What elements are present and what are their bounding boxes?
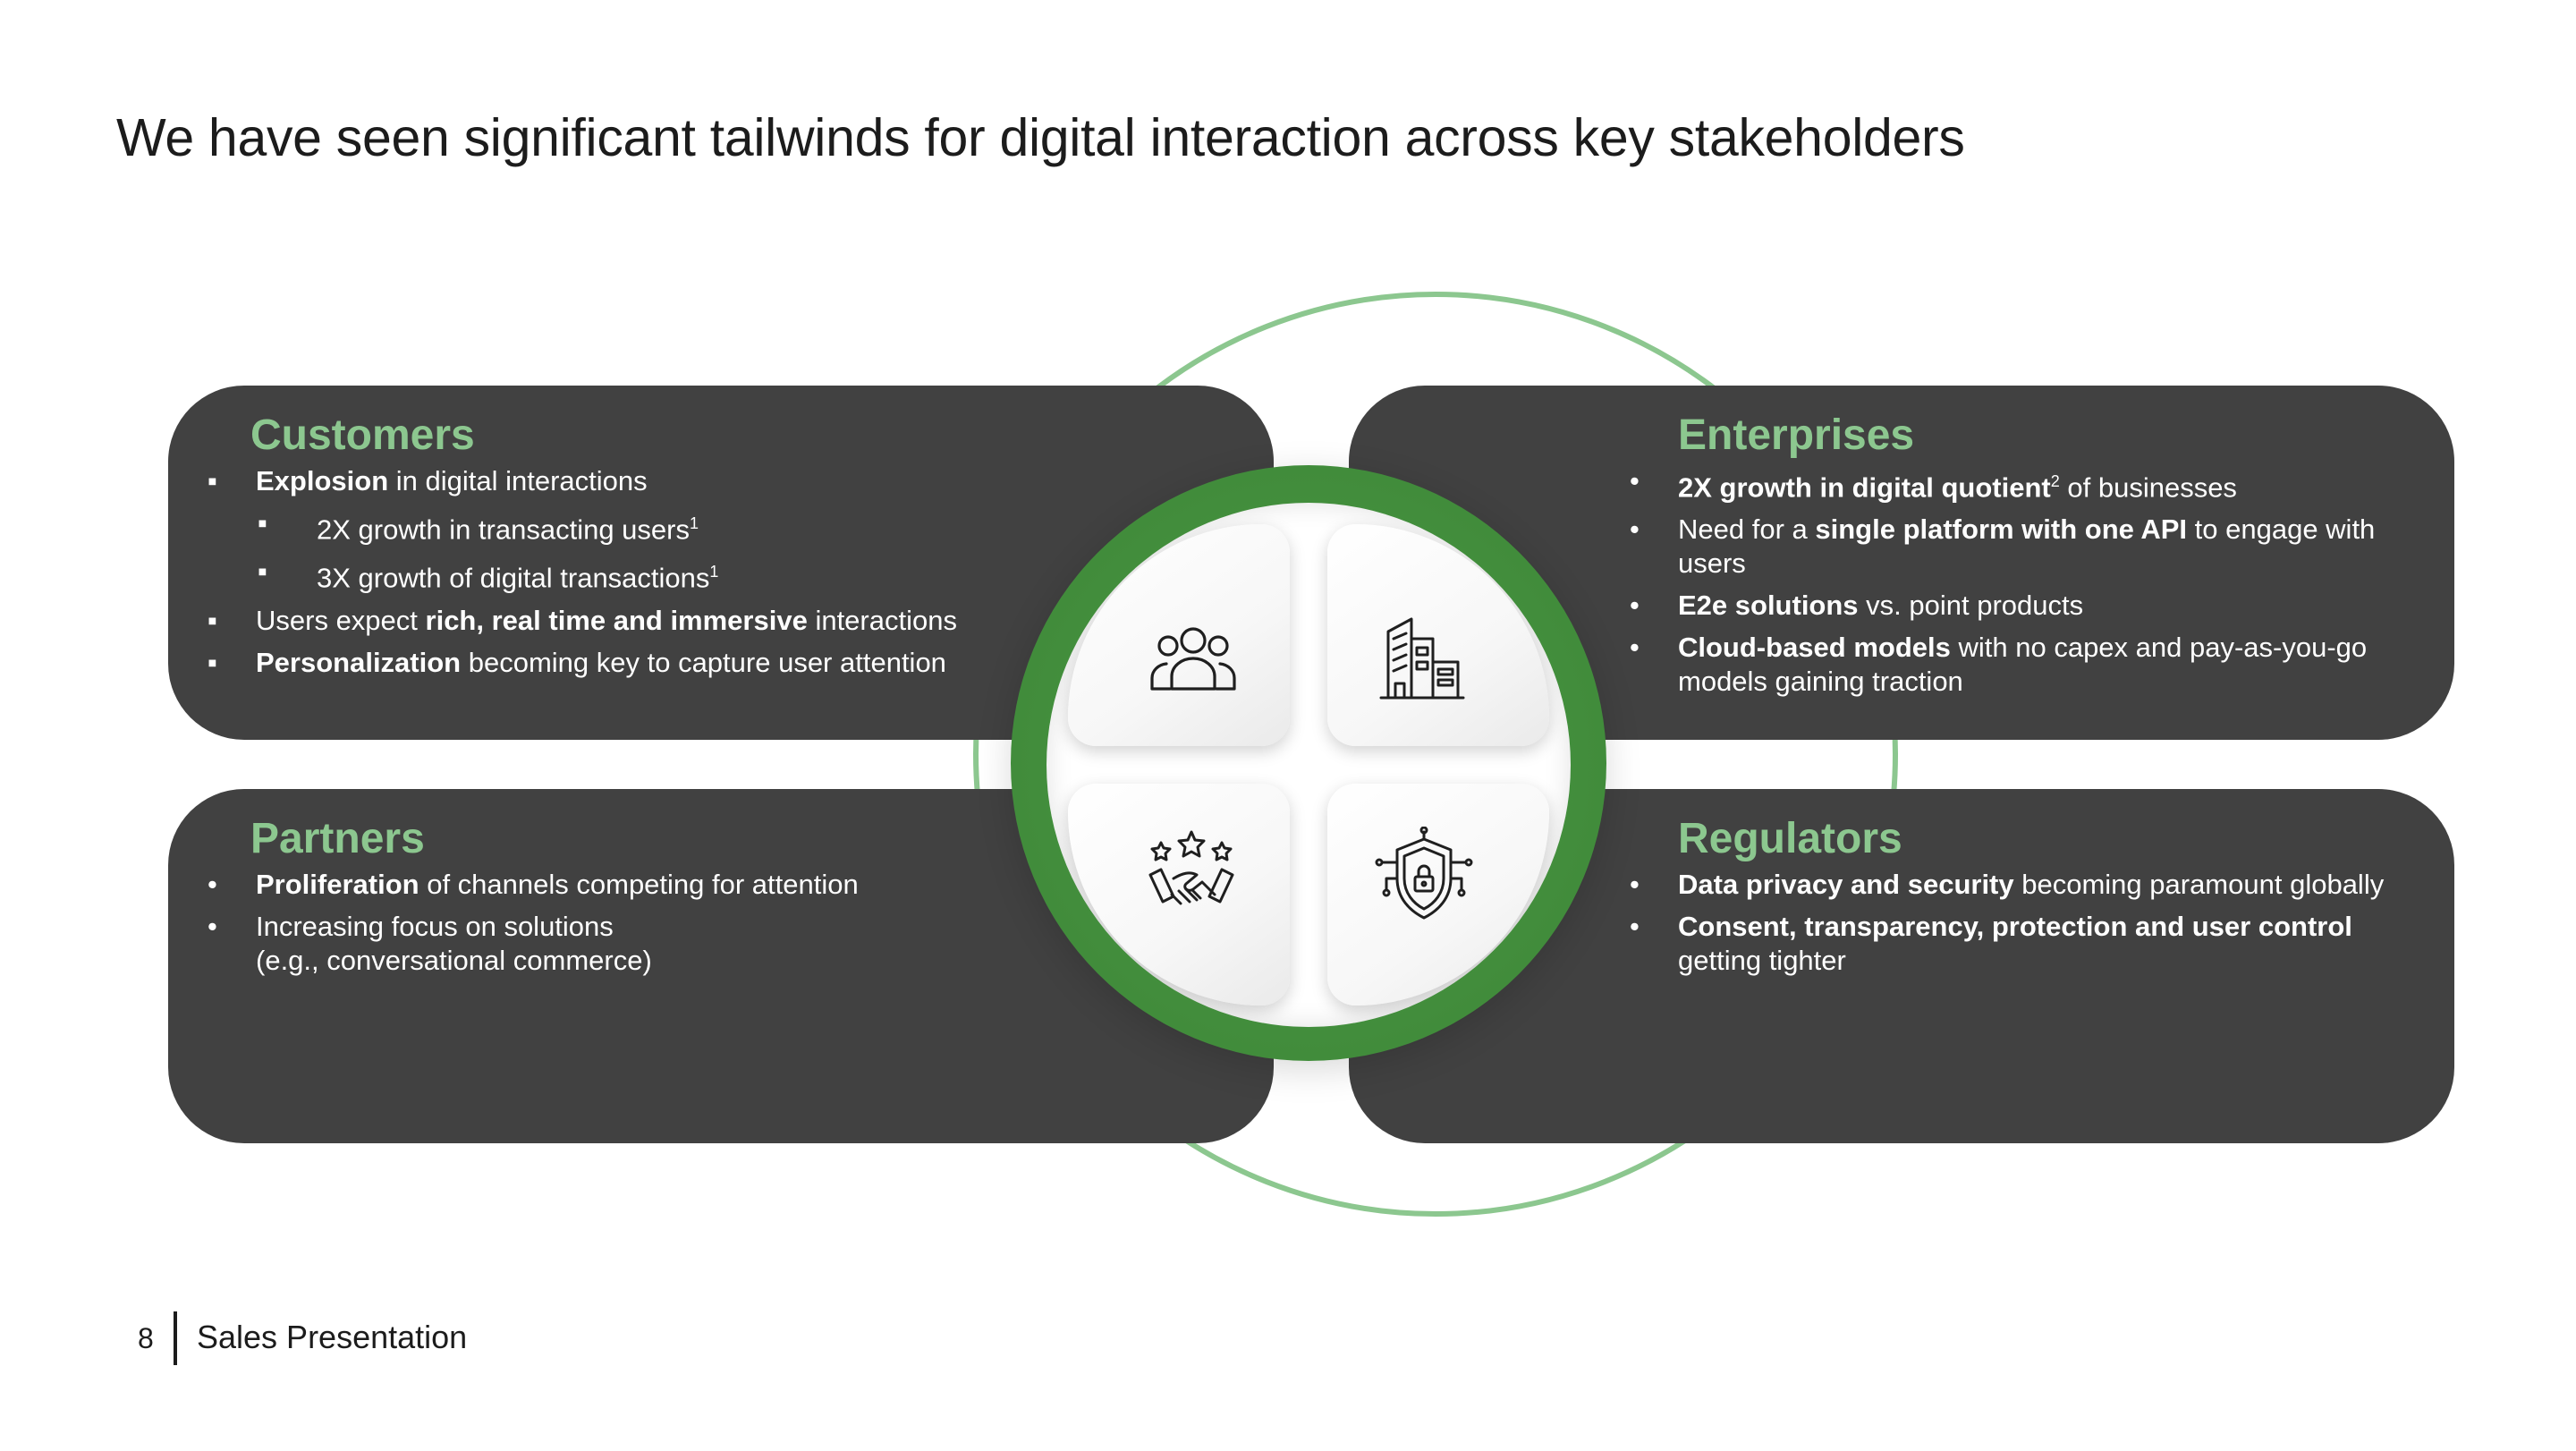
security-shield-lock-icon [1375,827,1473,920]
panel-heading: Regulators [1678,815,1902,862]
bullet-marker: ▪ [258,507,267,539]
bullet-text: single platform with one API [1815,513,2188,546]
bullet-text: with no capex and pay-as-you-go models g… [1678,632,2368,698]
bullet-list: ▪ Explosion in digital interactions ▪ 2X gr… [208,464,1114,688]
bullet-text: Data privacy and security [1678,869,2014,900]
bullet-text: 1 [709,563,719,581]
bullet-item: • E2e solutions vs. point products [1630,589,2429,623]
bullet-text: Explosion [256,465,389,496]
bullet-text: Consent, transparency, protection and us… [1678,911,2352,942]
bullet-text: 2X growth in transacting users [317,513,690,546]
bullet-list: • 2X growth in digital quotient2 of busin… [1630,464,2429,707]
bullet-marker: • [1630,911,1640,942]
bullet-text: Proliferation [256,869,419,900]
bullet-text: 1 [690,514,699,532]
bullet-item: • Data privacy and security becoming para… [1630,868,2429,902]
footer-divider [174,1311,177,1365]
bullet-item: • 2X growth in digital quotient2 of busin… [1630,464,2429,505]
users-group-icon [1150,627,1236,691]
bullet-marker: ▪ [258,556,267,588]
bullet-text: vs. point products [1858,590,2084,622]
bullet-text: of businesses [2059,471,2237,504]
bullet-text: 3X growth of digital transactions [317,562,710,594]
footer-label: Sales Presentation [197,1319,468,1355]
bullet-item: ▪ Users expect rich, real time and immers… [208,604,1114,638]
bullet-text: Users expect [256,604,426,636]
bullet-text: E2e solutions [1678,590,1859,622]
panel-heading: Customers [250,412,475,459]
handshake-stars-icon [1148,830,1234,905]
bullet-item: ▪ Explosion in digital interactions [208,464,1114,498]
bullet-item: • Proliferation of channels competing for… [208,868,1079,902]
bullet-text: (e.g., conversational commerce) [256,945,652,976]
bullet-marker: ▪ [208,465,217,496]
panel-heading: Enterprises [1678,412,1915,459]
page-number: 8 [138,1322,154,1354]
bullet-item: • Increasing focus on solutions(e.g., con… [208,910,1079,978]
outer-ring-decoration [973,292,1898,1217]
bullet-text: rich, real time and immersive [425,604,808,636]
bullet-text: interactions [807,604,957,636]
bullet-marker: • [208,911,217,942]
bullet-item: ▪ Personalization becoming key to capture… [208,646,1114,680]
bullet-marker: • [1630,869,1640,900]
bullet-text: Personalization [256,646,462,678]
bullet-item: • Consent, transparency, protection and u… [1630,910,2429,978]
bullet-text: Cloud-based models [1678,632,1951,664]
bullet-list: • Data privacy and security becoming para… [1630,868,2429,986]
bullet-text: to engage with users [1678,513,2376,580]
bullet-item: • Cloud-based models with no capex and pa… [1630,631,2429,699]
bullet-marker: • [208,869,217,900]
panel-heading: Partners [250,815,425,862]
bullet-text: Need for a [1678,513,1816,546]
bullet-text: in digital interactions [388,465,648,496]
bullet-marker: ▪ [208,604,217,636]
bullet-marker: • [1630,513,1640,546]
center-hub [1046,503,1571,1027]
bullet-marker: • [1630,465,1640,496]
office-buildings-icon [1379,617,1465,700]
quadrant-customers [1068,524,1290,746]
bullet-item: ▪ 2X growth in transacting users1 [258,506,1114,547]
bullet-text: of channels competing for attention [419,869,859,900]
bullet-text: 2 [2050,472,2060,490]
bullet-item: • Need for a single platform with one API… [1630,513,2429,581]
bullet-text: Increasing focus on solutions [256,911,614,942]
bullet-marker: • [1630,590,1640,622]
bullet-text: 2X growth in digital quotient [1678,471,2051,504]
bullet-marker: • [1630,632,1640,664]
bullet-list: • Proliferation of channels competing for… [208,868,1079,986]
bullet-text: getting tighter [1678,945,1846,976]
bullet-text: becoming paramount globally [2013,869,2385,900]
bullet-text: becoming key to capture user attention [461,646,946,678]
page-title: We have seen significant tailwinds for d… [116,108,1965,167]
bullet-item: ▪ 3X growth of digital transactions1 [258,555,1114,595]
bullet-marker: ▪ [208,646,217,678]
